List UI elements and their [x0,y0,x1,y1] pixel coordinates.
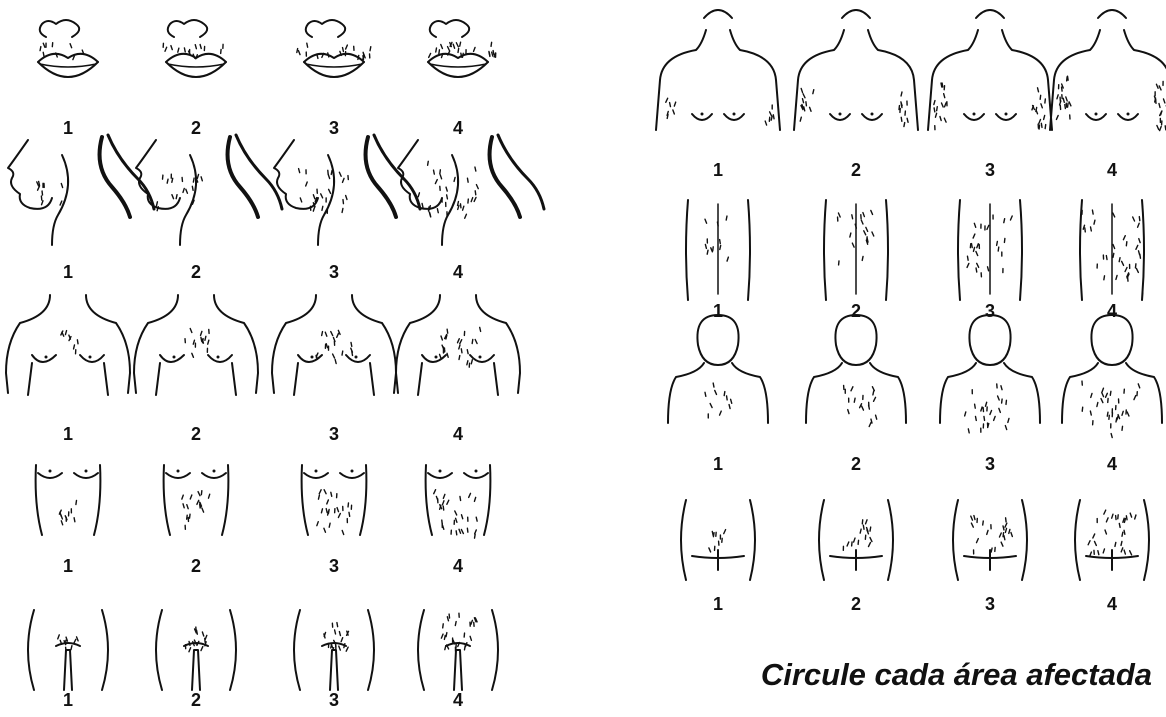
right-thigh-score-label: 1 [713,301,723,321]
right-upperBack-figure-1 [668,315,768,423]
right-upperArm-score-label: 1 [713,160,723,180]
left-lip-figure-4 [428,20,496,77]
right-thigh-figure-2 [824,200,888,300]
right-upperBack-figure-3 [940,315,1040,433]
right-thigh-score-label: 3 [985,301,995,321]
left-lip-figure-2 [163,20,226,77]
left-pubic-score-label: 4 [453,690,463,710]
left-chest-figure-1 [6,295,130,395]
right-upperArm-score-label: 4 [1107,160,1117,180]
left-pubic-score-label: 1 [63,690,73,710]
left-chest-score-label: 2 [191,424,201,444]
right-upperArm-score-label: 3 [985,160,995,180]
left-lip-score-label: 2 [191,118,201,138]
left-chin-score-label: 1 [63,262,73,282]
right-lowerBack-score-label: 4 [1107,594,1117,614]
left-chest-figure-3 [272,295,396,395]
left-abdomen-score-label: 4 [453,556,463,576]
left-chin-score-label: 2 [191,262,201,282]
left-lip-figure-3 [297,20,371,77]
right-upperArm-figure-1 [656,10,780,130]
right-lowerBack-figure-1 [681,500,755,580]
right-upperBack-figure-4 [1062,315,1162,438]
left-lip-score-label: 4 [453,118,463,138]
right-upperArm-figure-2 [794,10,918,130]
instruction-caption: Circule cada área afectada [742,657,1152,693]
right-lowerBack-score-label: 1 [713,594,723,614]
right-thigh-score-label: 2 [851,301,861,321]
right-lowerBack-figure-4 [1075,500,1149,580]
left-pubic-figure-1 [28,610,108,690]
left-pubic-figure-4 [418,610,498,690]
left-chest-figure-4 [396,295,520,395]
left-pubic-score-label: 3 [329,690,339,710]
left-abdomen-score-label: 2 [191,556,201,576]
left-chest-score-label: 1 [63,424,73,444]
right-thigh-figure-1 [686,200,750,300]
left-chest-score-label: 4 [453,424,463,444]
right-upperBack-score-label: 1 [713,454,723,474]
left-chin-score-label: 4 [453,262,463,282]
left-pubic-figure-3 [294,610,374,690]
right-lowerBack-figure-3 [953,500,1027,580]
right-lowerBack-score-label: 2 [851,594,861,614]
left-chest-figure-2 [134,295,258,395]
right-upperArm-score-label: 2 [851,160,861,180]
right-thigh-figure-4 [1080,200,1144,300]
right-lowerBack-score-label: 3 [985,594,995,614]
left-pubic-score-label: 2 [191,690,201,710]
left-chest-score-label: 3 [329,424,339,444]
left-abdomen-score-label: 1 [63,556,73,576]
left-lip-score-label: 1 [63,118,73,138]
right-upperBack-figure-2 [806,315,906,427]
right-thigh-figure-3 [958,200,1022,300]
right-thigh-score-label: 4 [1107,301,1117,321]
left-chin-figure-3 [274,135,420,245]
left-abdomen-figure-2 [164,465,229,535]
right-upperArm-figure-3 [928,10,1052,130]
right-upperBack-score-label: 3 [985,454,995,474]
left-abdomen-figure-1 [36,465,101,535]
left-chin-figure-4 [398,135,544,245]
left-pubic-figure-2 [156,610,236,690]
right-upperArm-figure-4 [1050,10,1166,131]
left-abdomen-score-label: 3 [329,556,339,576]
right-upperBack-score-label: 2 [851,454,861,474]
left-abdomen-figure-3 [302,465,367,535]
left-lip-figure-1 [38,20,98,77]
left-chin-figure-1 [8,135,154,245]
left-lip-score-label: 3 [329,118,339,138]
left-abdomen-figure-4 [426,465,491,538]
right-upperBack-score-label: 4 [1107,454,1117,474]
right-lowerBack-figure-2 [819,500,893,580]
left-chin-score-label: 3 [329,262,339,282]
left-chin-figure-2 [136,135,282,245]
